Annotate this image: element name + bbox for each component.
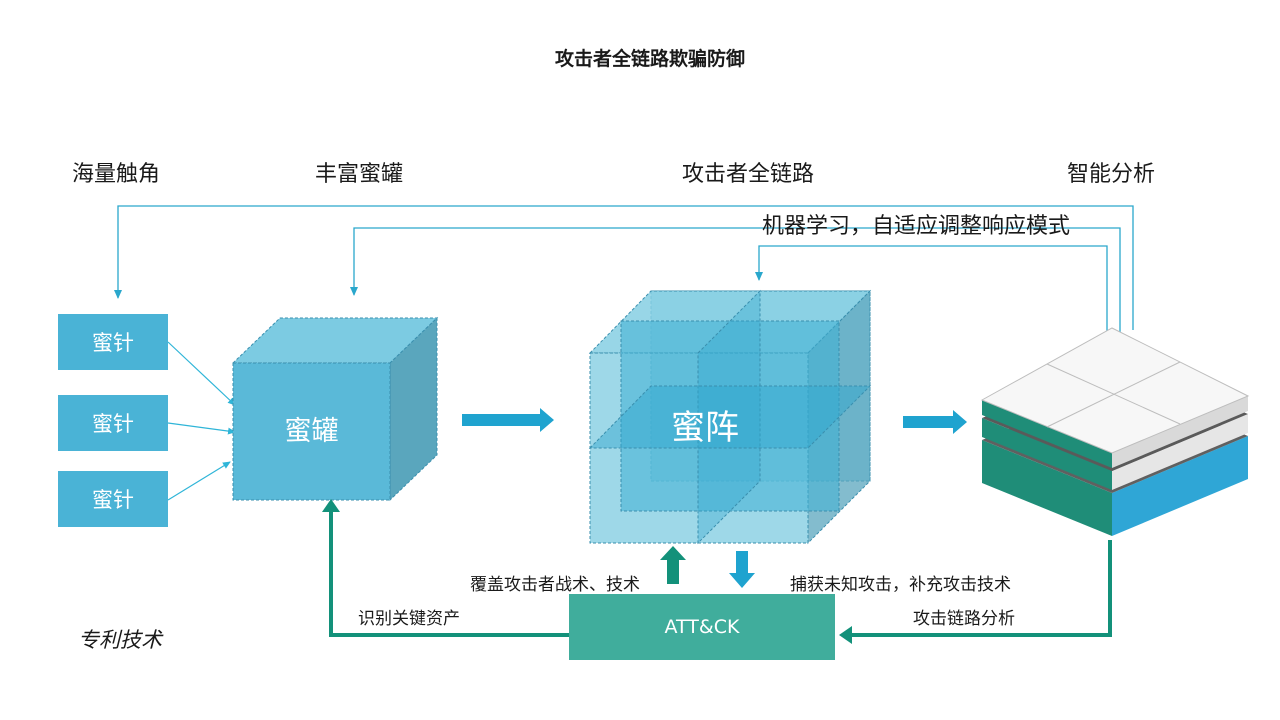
patent-label: 专利技术 [78,628,162,652]
attck-connectors [329,510,1112,637]
heading-attack-chain: 攻击者全链路 [682,162,815,187]
probe-connector-2 [167,422,236,435]
analysis-layer-middle-right [1112,414,1248,490]
probe-connector-1 [167,341,236,406]
analysis-layer-top-right [1112,396,1248,468]
matrix-horizontal-slice [588,385,872,449]
connector-attck-to-honeypot [329,510,569,637]
arrow-up-to-matrix [660,546,686,584]
analysis-stack [980,327,1250,536]
analysis-layer-middle-left [982,418,1112,490]
analysis-grid-line-2 [1046,361,1181,428]
diagram-title: 攻击者全链路欺骗防御 [554,48,745,70]
heading-probes: 海量触角 [72,162,161,187]
analysis-layer-top-face [980,327,1250,454]
identify-assets-label: 识别关键资产 [358,609,460,629]
analysis-layer-top-left [982,400,1112,468]
ml-caption: 机器学习，自适应调整响应模式 [762,214,1071,239]
arrowhead-to-attck [839,626,852,644]
matrix-inner-block [620,320,840,512]
honeypot-cube-front [232,362,391,501]
matrix-label: 蜜阵 [671,408,739,448]
feedback-line-honeypot [350,227,1121,332]
arrow-down-shape [729,551,755,588]
analysis-layer-bottom-left [982,440,1112,536]
coverage-label: 覆盖攻击者战术、技术 [470,575,640,595]
arrowhead-to-honeypot [322,499,340,512]
probe-box-3: 蜜针 [58,471,168,527]
probe-box-2: 蜜针 [58,395,168,451]
capture-label: 捕获未知攻击，补充攻击技术 [790,575,1011,595]
feedback-line-probes [114,205,1134,330]
flow-arrows [462,408,967,434]
chain-analysis-label: 攻击链路分析 [913,609,1015,629]
matrix-vertical-slice [697,289,761,545]
arrow-down-to-attck [729,551,755,588]
probe-connectors [167,341,236,501]
honeypot-label: 蜜罐 [284,416,339,447]
feedback-line-matrix [755,245,1108,335]
attck-box: ATT&CK [569,594,835,660]
honeypot-cube [231,316,439,502]
analysis-layer-bottom-right [1112,436,1248,536]
attck-arrowheads [322,499,852,644]
connector-analysis-to-attck [852,540,1112,637]
heading-analysis: 智能分析 [1067,162,1156,187]
probe-box-1: 蜜针 [58,314,168,370]
matrix-cube [588,289,872,545]
flow-arrow-honeypot-to-matrix [462,408,554,432]
flow-arrow-matrix-to-analysis [903,410,967,434]
heading-honeypots: 丰富蜜罐 [315,162,404,187]
probe-connector-3 [167,461,231,501]
feedback-lines [114,205,1134,335]
